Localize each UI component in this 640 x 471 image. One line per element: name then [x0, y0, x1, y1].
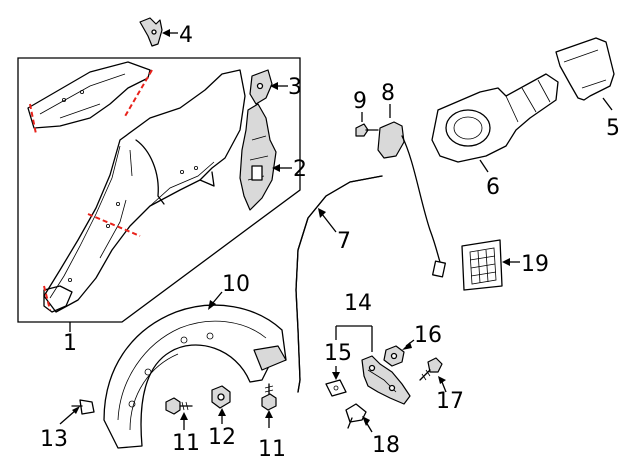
quarter-panel-group: 1	[17, 57, 301, 356]
callout-4: 4	[179, 23, 193, 48]
part-4-bracket: 4	[139, 17, 193, 48]
part-18-clip: 18	[345, 403, 400, 458]
part-9-bolt: 9	[353, 89, 379, 137]
part-15-retainer: 15	[324, 341, 352, 397]
part-17-bolt: 17	[419, 357, 464, 414]
callout-8: 8	[381, 81, 395, 106]
part-16-nut: 16	[383, 323, 442, 367]
part-5-fuel-door: 5	[555, 37, 620, 141]
part-12-nut: 12	[208, 385, 236, 450]
callout-15: 15	[324, 341, 352, 366]
callout-6: 6	[486, 175, 500, 200]
quarter-panel	[27, 61, 246, 313]
callout-14: 14	[344, 291, 372, 316]
callout-5: 5	[606, 116, 620, 141]
part-11-screw-left: 11	[165, 397, 200, 456]
callout-9: 9	[353, 89, 367, 114]
callout-16: 16	[414, 323, 442, 348]
part-13-clip: 13	[40, 399, 95, 452]
cut-line-upper	[123, 69, 153, 119]
callout-1: 1	[63, 331, 77, 356]
part-2-inner-panel: 2	[239, 103, 307, 211]
callout-18: 18	[372, 433, 400, 458]
callout-13: 13	[40, 427, 68, 452]
quarter-panel-frame	[17, 57, 301, 323]
callout-19: 19	[521, 252, 549, 277]
callout-17: 17	[436, 389, 464, 414]
cut-line-lower	[43, 285, 51, 311]
callout-11-left: 11	[172, 431, 200, 456]
cut-line-front	[29, 103, 37, 135]
callout-12: 12	[208, 425, 236, 450]
part-3-bracket: 3	[249, 69, 302, 105]
callout-2: 2	[293, 157, 307, 182]
part-11-screw-right: 11	[258, 383, 286, 462]
part-6-filler-housing: 6	[431, 73, 559, 200]
callout-7: 7	[337, 229, 351, 254]
part-10-wheel-liner: 10	[103, 272, 287, 449]
part-7-seal-strip: 7	[295, 175, 383, 393]
part-8-actuator: 8	[377, 81, 446, 278]
callout-10: 10	[222, 272, 250, 297]
cut-line-middle	[87, 213, 141, 237]
callout-3: 3	[288, 75, 302, 100]
part-19-vent: 19	[461, 239, 549, 291]
part-14-hinge: 14	[335, 291, 411, 405]
callout-11-right: 11	[258, 437, 286, 462]
